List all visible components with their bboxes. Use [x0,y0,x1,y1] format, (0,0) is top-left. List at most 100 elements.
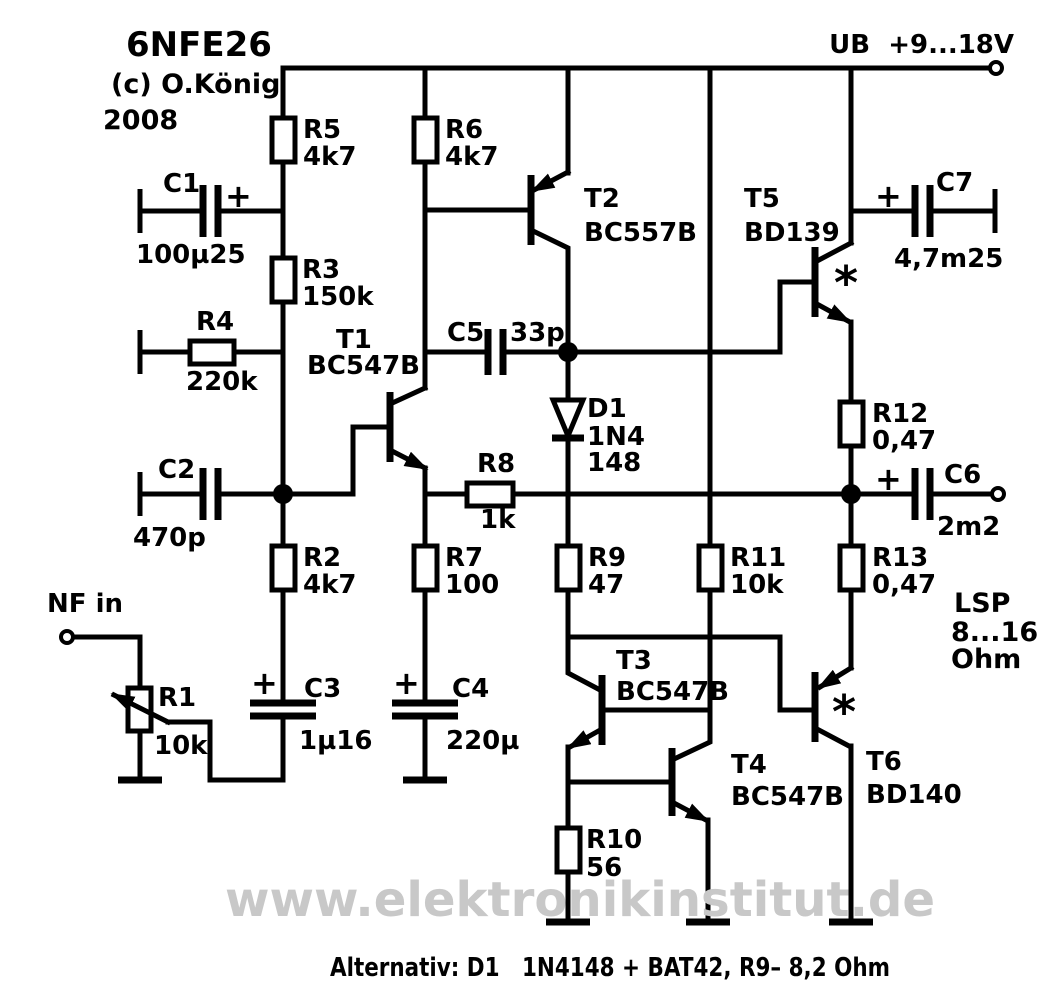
resistor-r4 [187,338,237,367]
supply-terminal [988,60,1004,76]
r10-ref: R10 [586,825,642,855]
resistor-bodies [187,115,866,875]
t3-emitter-arrow [566,725,606,751]
t2-emitter-arrow [530,168,572,194]
output-terminal [990,486,1006,502]
r1-value: 10k [154,731,208,761]
input-terminal [59,629,75,645]
resistor-r13 [837,543,866,593]
t6-star-annotation: * [832,685,856,739]
r6-ref: R6 [445,115,483,145]
labels: 6NFE26 (c) O.König 2008 UB +9...18V R5 4… [47,25,1038,983]
footnote-alternative-parts: Alternativ: D1 1N4148 + BAT42, R9– 8,2 O… [330,953,890,983]
c4-ref: C4 [452,674,489,704]
r4-ref: R4 [196,307,234,337]
transistor-bars [386,175,819,816]
resistor-r7 [411,543,440,593]
c1-value: 100µ25 [136,240,246,270]
r5-value: 4k7 [303,142,356,172]
t5-part: BD139 [744,218,840,248]
c2-ref: C2 [158,455,195,485]
r13-ref: R13 [872,543,928,573]
schematic-title: 6NFE26 [126,25,272,65]
t5-star-annotation: * [834,256,858,310]
capacitor-c7 [911,185,934,237]
capacitor-plates [199,185,934,720]
r1-ref: R1 [158,683,196,713]
speaker-label-impedance: 8...16 [951,617,1038,648]
c6-plus-sign: + [875,460,902,498]
t6-ref: T6 [866,747,902,777]
t1-part: BC547B [307,351,420,381]
t1-ref: T1 [336,325,372,355]
c1-plus-sign: + [225,177,252,215]
diode-d1-triangle [549,397,587,443]
potentiometer-r1 [110,685,172,734]
t5-emitter-arrow [811,299,852,325]
junction-bias-node [558,342,578,362]
circuit-wires [71,65,998,923]
c2-value: 470p [133,523,206,553]
r2-ref: R2 [303,543,341,573]
resistor-r10 [554,825,583,875]
supply-voltage-label: UB +9...18V [829,30,1014,60]
resistor-r12 [837,399,866,449]
c3-plus-sign: + [251,664,278,702]
resistor-r8 [464,480,516,509]
net-t2-collector [527,226,571,355]
capacitor-c6 [911,468,934,520]
r3-ref: R3 [302,255,340,285]
r3-value: 150k [302,282,374,312]
r13-value: 0,47 [872,570,936,600]
r4-value: 220k [186,367,258,397]
r8-ref: R8 [477,449,515,479]
terminal-circles [59,60,1006,645]
speaker-label-ohm: Ohm [951,644,1021,675]
r11-ref: R11 [730,543,786,573]
r12-value: 0,47 [872,426,936,456]
r5-ref: R5 [303,115,341,145]
capacitor-c4 [392,699,458,720]
t5-ref: T5 [744,184,780,214]
net-supply-rail [280,65,995,549]
resistor-r5 [269,115,298,165]
c3-ref: C3 [304,674,341,704]
t1-emitter-arrow [386,446,429,472]
junction-output-node [841,484,861,504]
d1-ref: D1 [587,394,627,424]
t4-ref: T4 [731,750,767,780]
c6-value: 2m2 [937,512,1000,542]
r9-ref: R9 [588,543,626,573]
speaker-label-lsp: LSP [954,588,1010,619]
t2-ref: T2 [584,184,620,214]
r10-value: 56 [586,853,622,883]
t4-part: BC547B [731,782,844,812]
c1-ref: C1 [163,169,200,199]
r6-value: 4k7 [445,142,498,172]
t2-part: BC557B [584,218,697,248]
c4-plus-sign: + [393,664,420,702]
net-input-feeders [137,208,286,497]
r7-value: 100 [445,570,499,600]
diode-d1 [549,397,587,443]
capacitor-c1 [199,185,222,237]
resistor-r11 [696,543,725,593]
r12-ref: R12 [872,399,928,429]
watermark-text: www.elektronikinstitut.de [225,872,935,928]
capacitor-c3 [250,699,316,720]
resistor-r9 [554,543,583,593]
junction-input-node [273,484,293,504]
d1-value-line2: 148 [587,448,641,478]
terminal-stubs [137,189,998,516]
c6-ref: C6 [944,460,981,490]
emitter-arrows [386,168,855,824]
resistor-r3 [269,255,298,305]
capacitor-c2 [199,468,222,520]
resistor-r6 [411,115,440,165]
input-label: NF in [47,589,123,619]
c3-value: 1µ16 [299,726,372,756]
c5-value: 33p [510,318,565,348]
c7-plus-sign: + [875,177,902,215]
